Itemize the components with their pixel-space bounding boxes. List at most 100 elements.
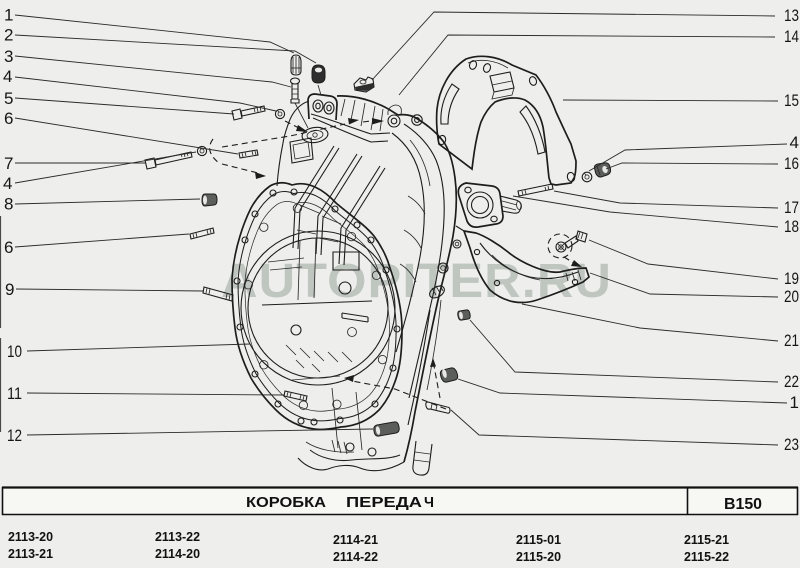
housing-face-details-shape xyxy=(332,251,360,271)
assembly-arrows-shape xyxy=(430,358,436,367)
plug8-part-shape xyxy=(203,195,207,205)
dust-cover-shape xyxy=(455,225,465,232)
leader-line-right-4 xyxy=(588,143,788,172)
assembly-arrows-shape xyxy=(433,365,441,399)
part-number: 2115-21 xyxy=(684,533,729,547)
clutch-housing-shape xyxy=(412,440,433,476)
part-number: 2113-21 xyxy=(8,547,53,561)
stud6a-part-shape xyxy=(238,149,259,159)
leader-line-left-8 xyxy=(14,198,201,205)
clutch-housing-shape xyxy=(399,195,426,283)
clutch-housing-shape xyxy=(312,99,324,113)
leader-line-left-10 xyxy=(26,343,251,352)
leader-line-right-16 xyxy=(605,162,779,170)
part-number: 2114-21 xyxy=(333,533,378,547)
caption-word: КОРОБКА xyxy=(246,495,327,511)
housing-face-details-shape xyxy=(290,324,302,336)
clutch-housing-shape xyxy=(391,132,425,353)
pad-part-shape xyxy=(359,79,367,85)
part-number: 2114-20 xyxy=(155,547,200,561)
clutch-housing-shape xyxy=(387,114,401,128)
stud6b-part xyxy=(189,227,215,240)
face-boss xyxy=(377,354,388,365)
part-number: 2115-22 xyxy=(684,550,729,564)
washer4a-part-shape xyxy=(276,109,280,113)
washer4b-part-shape xyxy=(199,148,205,154)
callout-number-left-3: 3 xyxy=(4,47,13,66)
assembly-arrows-shape xyxy=(284,120,300,129)
housing-face-details xyxy=(240,201,396,412)
clutch-housing-shape xyxy=(429,285,445,299)
gasket-hole xyxy=(236,323,244,331)
part-number: 2113-22 xyxy=(155,530,200,544)
clutch-housing-shape xyxy=(431,284,444,296)
callout-number-right-21: 21 xyxy=(784,331,799,350)
bolt19-part-shape xyxy=(577,231,584,240)
callout-number-left-4: 4 xyxy=(3,174,12,193)
callout-number-left-8: 8 xyxy=(4,195,13,214)
clutch-housing-shape xyxy=(409,139,431,187)
callout-number-left-6: 6 xyxy=(4,238,13,257)
seal-flange-shape xyxy=(490,215,498,223)
cover-plate xyxy=(435,55,577,186)
seal-flange-shape xyxy=(457,182,504,228)
callout-number-left-10: 10 xyxy=(7,342,22,361)
plug-part-shape xyxy=(292,56,300,74)
clutch-housing-shape xyxy=(411,114,423,126)
gasket-hole xyxy=(233,277,241,285)
callout-labels: 1234567486910111213141541617181920212212… xyxy=(3,6,799,455)
gasket-shape xyxy=(233,188,401,426)
stud17-part-shape xyxy=(517,183,554,197)
scan-edge-artifact2 xyxy=(0,338,2,432)
callout-number-right-1: 1 xyxy=(790,393,799,412)
leader-line-right-13 xyxy=(371,11,776,81)
stud9-part-shape xyxy=(205,287,231,301)
bolt5-part-shape xyxy=(231,108,243,121)
seal-flange-shape xyxy=(500,200,518,211)
assembly-arrows-shape xyxy=(209,138,220,164)
gasket-hole xyxy=(251,210,259,218)
cover-plate-shape xyxy=(468,60,478,70)
gasket-hole xyxy=(389,364,397,372)
cover-plate-shape xyxy=(491,80,515,100)
stud11-part-shape xyxy=(283,390,308,402)
leader-line-right-1 xyxy=(457,378,788,404)
leader-line-left-9 xyxy=(15,288,204,292)
assembly-arrows-shape xyxy=(255,172,266,179)
callout-number-left-1: 1 xyxy=(4,6,13,25)
washer4a-part-shape xyxy=(274,108,286,120)
exploded-view-drawing xyxy=(144,54,612,476)
leader-line-right-14 xyxy=(398,34,776,96)
pin23-part xyxy=(425,401,451,414)
clutch-housing-shape xyxy=(297,457,405,472)
bolt5-part-shape xyxy=(240,105,266,117)
gasket-hole xyxy=(290,188,298,196)
clutch-housing-shape xyxy=(454,241,460,247)
stud17-part xyxy=(517,183,554,197)
assembly-arrows-shape xyxy=(571,260,582,267)
face-boss xyxy=(259,222,269,232)
scan-edge-artifact xyxy=(0,216,2,328)
gasket-shape xyxy=(231,182,403,431)
gasket-shape xyxy=(237,191,397,422)
clutch-housing-shape xyxy=(345,442,355,452)
clutch-housing-shape xyxy=(397,113,458,463)
assembly-arrows-shape xyxy=(351,380,447,410)
bushing12-part-shape xyxy=(375,426,381,435)
callout-number-right-14: 14 xyxy=(784,27,799,46)
face-boss xyxy=(298,400,309,410)
washer4c-part xyxy=(581,171,593,183)
leader-line-right-15 xyxy=(562,99,779,102)
leader-line-right-23 xyxy=(450,409,779,446)
bushing1b-part-shape xyxy=(442,369,447,378)
cap22-part xyxy=(457,309,471,321)
callout-number-left-5: 5 xyxy=(4,89,13,108)
breather-part-shape xyxy=(289,77,301,85)
clutch-housing-shape xyxy=(426,299,442,391)
clutch-housing-shape xyxy=(440,265,446,271)
leader-line-left-12 xyxy=(26,428,374,436)
cover-plate-shape xyxy=(566,171,576,183)
